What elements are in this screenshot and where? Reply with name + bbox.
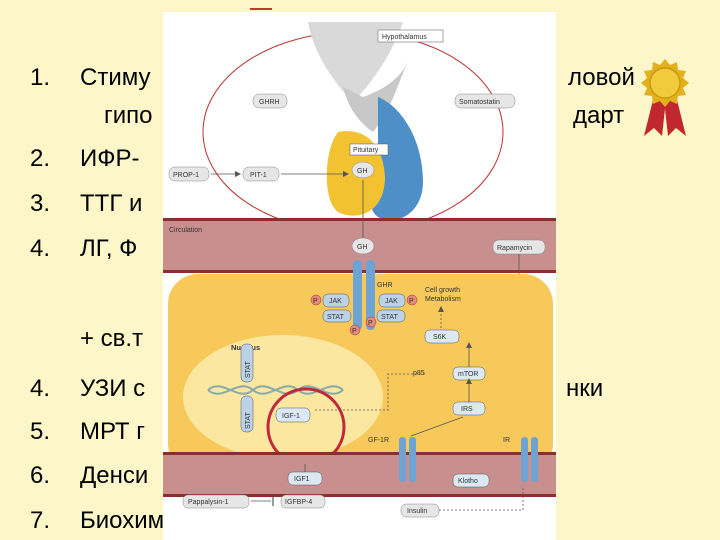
list-number-8: 7. [30, 507, 51, 534]
gh-circulation-label: GH [357, 244, 368, 251]
jak-left-label: JAK [329, 298, 342, 305]
ir-label: IR [503, 437, 510, 444]
somatostatin-label: Somatostatin [459, 99, 500, 106]
rapamycin-label: Rapamycin [497, 245, 532, 252]
irs-label: IRS [461, 406, 473, 413]
list-item-1b-start: гипо [104, 102, 153, 129]
igf1-label: IGF1 [294, 476, 310, 483]
p-label-4: P [368, 320, 373, 327]
hypothalamus-label: Hypothalamus [382, 34, 427, 41]
list-item-7: Денси [80, 462, 149, 489]
list-number-4: 4. [30, 235, 51, 262]
pit1-label: PIT-1 [250, 172, 267, 179]
list-number-7: 6. [30, 462, 51, 489]
list-item-3: ТТГ и [80, 190, 143, 217]
list-number-3: 3. [30, 190, 51, 217]
jak-right-label: JAK [385, 298, 398, 305]
list-item-2: ИФР- [80, 145, 140, 172]
stat-vertical-1: STAT [245, 360, 252, 378]
pappalysin-label: Pappalysin-1 [188, 499, 229, 506]
list-item-1b-end: дарт [573, 102, 625, 129]
list-number-5: 4. [30, 375, 51, 402]
list-item-6: МРТ г [80, 418, 146, 445]
metabolism-label: Metabolism [425, 296, 461, 303]
igf1-gene-label: IGF-1 [282, 413, 300, 420]
gf1r-label: GF-1R [368, 437, 389, 444]
gh-pituitary-label: GH [357, 168, 368, 175]
list-item-1-end: ловой [568, 64, 635, 91]
list-number-2: 2. [30, 145, 51, 172]
ghr-label: GHR [377, 282, 393, 289]
membrane-band [163, 452, 556, 497]
list-item-5-start: УЗИ с [80, 375, 146, 402]
insulin-label: Insulin [407, 508, 427, 515]
prop1-label: PROP-1 [173, 172, 199, 179]
p-label-3: P [352, 328, 357, 335]
pituitary-label: Pituitary [353, 147, 379, 154]
list-item-1-start: Стиму [80, 64, 151, 91]
list-number-6: 5. [30, 418, 51, 445]
klotho-label: Klotho [458, 478, 478, 485]
s6k-label: S6K [433, 334, 447, 341]
list-item-4b: + св.т [80, 325, 144, 352]
stat-vertical-2: STAT [245, 411, 252, 429]
cell-growth-label: Cell growth [425, 287, 460, 294]
title-fragment [250, 0, 272, 10]
stat-right-label: STAT [381, 314, 399, 321]
stat-left-label: STAT [327, 314, 345, 321]
award-ribbon-icon [640, 58, 690, 138]
p85-label: p85 [413, 370, 425, 377]
list-item-5-end: нки [566, 375, 604, 402]
gh-igf1-axis-diagram: Hypothalamus GHRH Somatostatin Pituitary… [163, 12, 556, 540]
p-label-1: P [313, 298, 318, 305]
ghrh-label: GHRH [259, 99, 280, 106]
list-item-4: ЛГ, Ф [80, 235, 138, 262]
p-label-2: P [409, 298, 414, 305]
circulation-label: Circulation [169, 227, 202, 234]
list-number-1: 1. [30, 64, 51, 91]
mtor-label: mTOR [458, 371, 478, 378]
igfbp4-label: IGFBP-4 [285, 499, 312, 506]
